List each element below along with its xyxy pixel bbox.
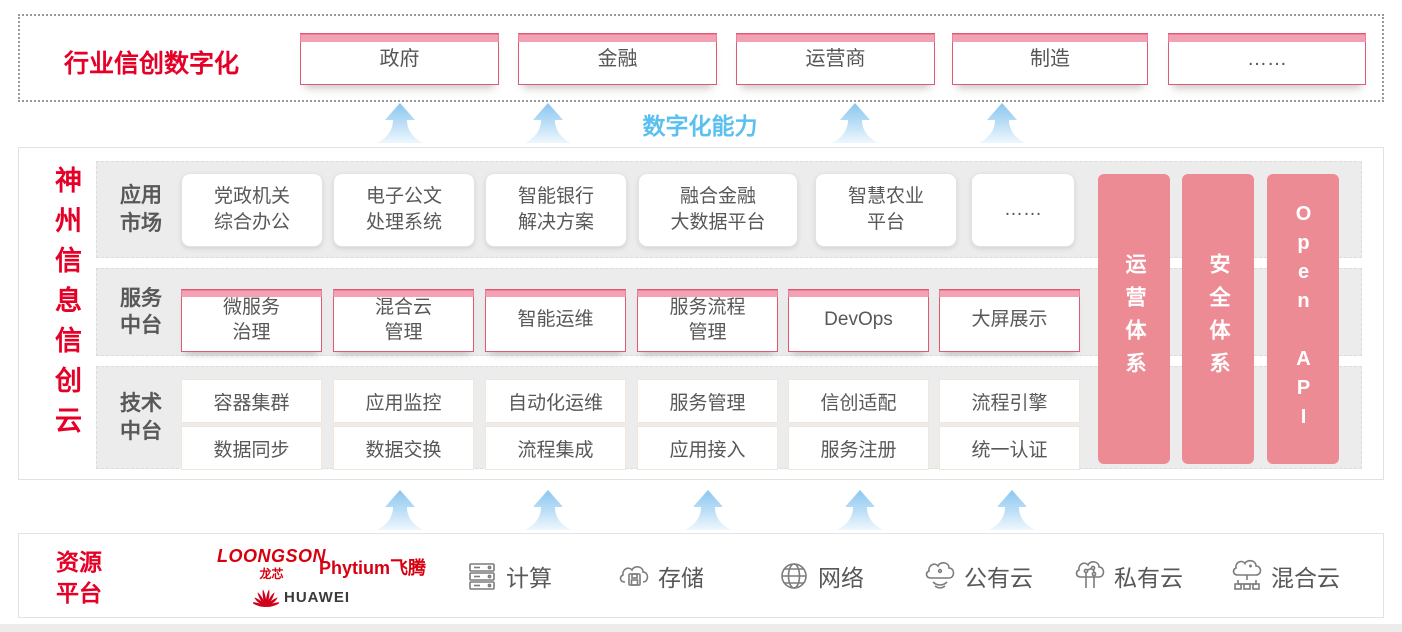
resource-label: 网络 [818, 565, 864, 591]
server-icon [464, 558, 500, 594]
platform-title: 神州信息信创云 [51, 166, 81, 446]
row-label-tech: 技术 中台 [120, 392, 162, 443]
resource-item-storage: 存储 [616, 558, 704, 594]
hybrid-cloud-icon [1229, 558, 1265, 594]
up-arrow-icon [525, 490, 571, 530]
resource-platform-panel: 资源 平台 LOONGSON 龙芯 Phytium飞腾 HUAWEI 计算 [18, 533, 1384, 618]
service-box[interactable]: 微服务 治理 [181, 289, 322, 352]
phytium-wordmark: Phytium飞腾 [319, 558, 427, 578]
up-arrow-icon [979, 103, 1025, 143]
resource-item-private-cloud: 私有云 [1072, 558, 1183, 594]
up-arrow-icon [525, 103, 571, 143]
storage-cloud-icon [616, 558, 652, 594]
row-service-platform: 服务 中台 微服务 治理 混合云 管理 智能运维 服务流程 管理 DevOps … [96, 268, 1362, 356]
service-box[interactable]: 智能运维 [485, 289, 626, 352]
up-arrow-icon [685, 490, 731, 530]
resource-item-network: 网络 [776, 558, 864, 594]
resource-item-public-cloud: 公有云 [922, 558, 1033, 594]
app-box[interactable]: 融合金融 大数据平台 [638, 173, 798, 247]
service-box[interactable]: 服务流程 管理 [637, 289, 778, 352]
pillar-security[interactable]: 安全体系 [1182, 174, 1254, 464]
industry-label: 制造 [1030, 48, 1070, 70]
resource-platform-title: 资源 平台 [56, 549, 102, 607]
pillar-operations[interactable]: 运营体系 [1098, 174, 1170, 464]
resource-label: 存储 [658, 565, 704, 591]
resource-label: 混合云 [1271, 565, 1340, 591]
industry-label: 金融 [597, 48, 638, 70]
network-globe-icon [776, 558, 812, 594]
app-box-more[interactable]: …… [971, 173, 1075, 247]
industry-box-government[interactable]: 政府 [300, 33, 499, 85]
loongson-wordmark: LOONGSON [217, 546, 327, 566]
industry-box-finance[interactable]: 金融 [518, 33, 717, 85]
public-cloud-icon [922, 558, 958, 594]
industry-band-title: 行业信创数字化 [64, 50, 240, 78]
tech-box[interactable]: 流程引擎 [939, 379, 1080, 423]
up-arrow-icon [377, 103, 423, 143]
resource-label: 公有云 [964, 565, 1033, 591]
tech-box[interactable]: 服务管理 [637, 379, 778, 423]
huawei-logo: HUAWEI [253, 586, 350, 608]
app-box[interactable]: 党政机关 综合办公 [181, 173, 323, 247]
tech-box[interactable]: 统一认证 [939, 426, 1080, 470]
row-label-app-market: 应用 市场 [120, 184, 162, 235]
loongson-cn-label: 龙芯 [259, 567, 284, 581]
pillar-open-api[interactable]: Open API [1267, 174, 1339, 464]
industry-label: 运营商 [805, 48, 866, 70]
industry-box-more[interactable]: …… [1168, 33, 1366, 85]
resource-item-hybrid-cloud: 混合云 [1229, 558, 1340, 594]
tech-box[interactable]: 容器集群 [181, 379, 322, 423]
service-box[interactable]: DevOps [788, 289, 929, 352]
up-arrow-icon [837, 490, 883, 530]
row-label-service: 服务 中台 [120, 286, 162, 337]
tech-box[interactable]: 流程集成 [485, 426, 626, 470]
tech-box[interactable]: 应用监控 [333, 379, 474, 423]
up-arrow-icon [377, 490, 423, 530]
service-box[interactable]: 混合云 管理 [333, 289, 474, 352]
industry-box-operator[interactable]: 运营商 [736, 33, 935, 85]
service-box[interactable]: 大屏展示 [939, 289, 1080, 352]
phytium-logo: Phytium飞腾 [319, 554, 426, 580]
app-box[interactable]: 智慧农业 平台 [815, 173, 957, 247]
row-app-market: 应用 市场 党政机关 综合办公 电子公文 处理系统 智能银行 解决方案 融合金融… [96, 161, 1362, 258]
up-arrow-icon [989, 490, 1035, 530]
up-arrow-icon [832, 103, 878, 143]
industry-label: 政府 [379, 48, 420, 70]
resource-label: 私有云 [1114, 565, 1183, 591]
tech-box[interactable]: 信创适配 [788, 379, 929, 423]
huawei-wordmark: HUAWEI [284, 588, 350, 606]
tech-box[interactable]: 自动化运维 [485, 379, 626, 423]
resource-label: 计算 [506, 565, 552, 591]
cloud-platform-panel: 神州信息信创云 应用 市场 党政机关 综合办公 电子公文 处理系统 智能银行 解… [18, 147, 1384, 480]
industry-box-manufacturing[interactable]: 制造 [952, 33, 1148, 85]
tech-box[interactable]: 应用接入 [637, 426, 778, 470]
tech-box[interactable]: 服务注册 [788, 426, 929, 470]
row-tech-platform: 技术 中台 容器集群 应用监控 自动化运维 服务管理 信创适配 流程引擎 数据同… [96, 366, 1362, 470]
resource-item-compute: 计算 [464, 558, 552, 594]
huawei-flower-icon [253, 589, 279, 608]
industry-label: …… [1247, 48, 1287, 70]
capability-label: 数字化能力 [642, 113, 758, 139]
app-box[interactable]: 电子公文 处理系统 [333, 173, 475, 247]
tech-box[interactable]: 数据同步 [181, 426, 322, 470]
bottom-divider [0, 624, 1402, 632]
loongson-logo: LOONGSON 龙芯 [217, 546, 326, 582]
app-box[interactable]: 智能银行 解决方案 [485, 173, 627, 247]
private-cloud-icon [1072, 558, 1108, 594]
tech-box[interactable]: 数据交换 [333, 426, 474, 470]
